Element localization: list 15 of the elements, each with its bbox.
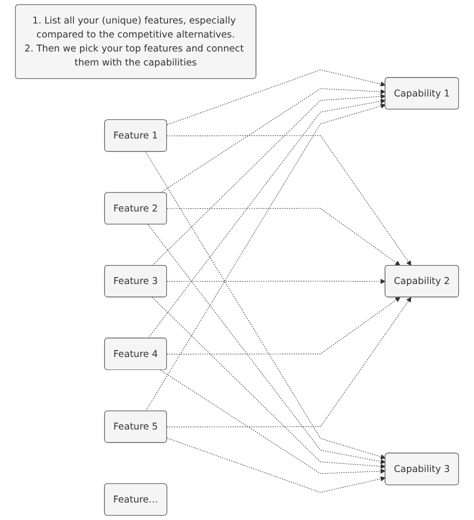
- arrow: [166, 438, 386, 493]
- arrow: [166, 135, 412, 266]
- arrow: [152, 296, 386, 469]
- arrow: [160, 370, 386, 474]
- arrow: [152, 94, 386, 266]
- arrow: [148, 224, 386, 464]
- arrow: [145, 151, 386, 460]
- arrow: [160, 88, 386, 194]
- arrow: [148, 98, 386, 339]
- arrow: [166, 297, 412, 428]
- arrow: [166, 297, 400, 354]
- arrow: [166, 278, 386, 284]
- arrow: [145, 104, 386, 412]
- arrow: [166, 208, 400, 266]
- arrow: [166, 70, 386, 126]
